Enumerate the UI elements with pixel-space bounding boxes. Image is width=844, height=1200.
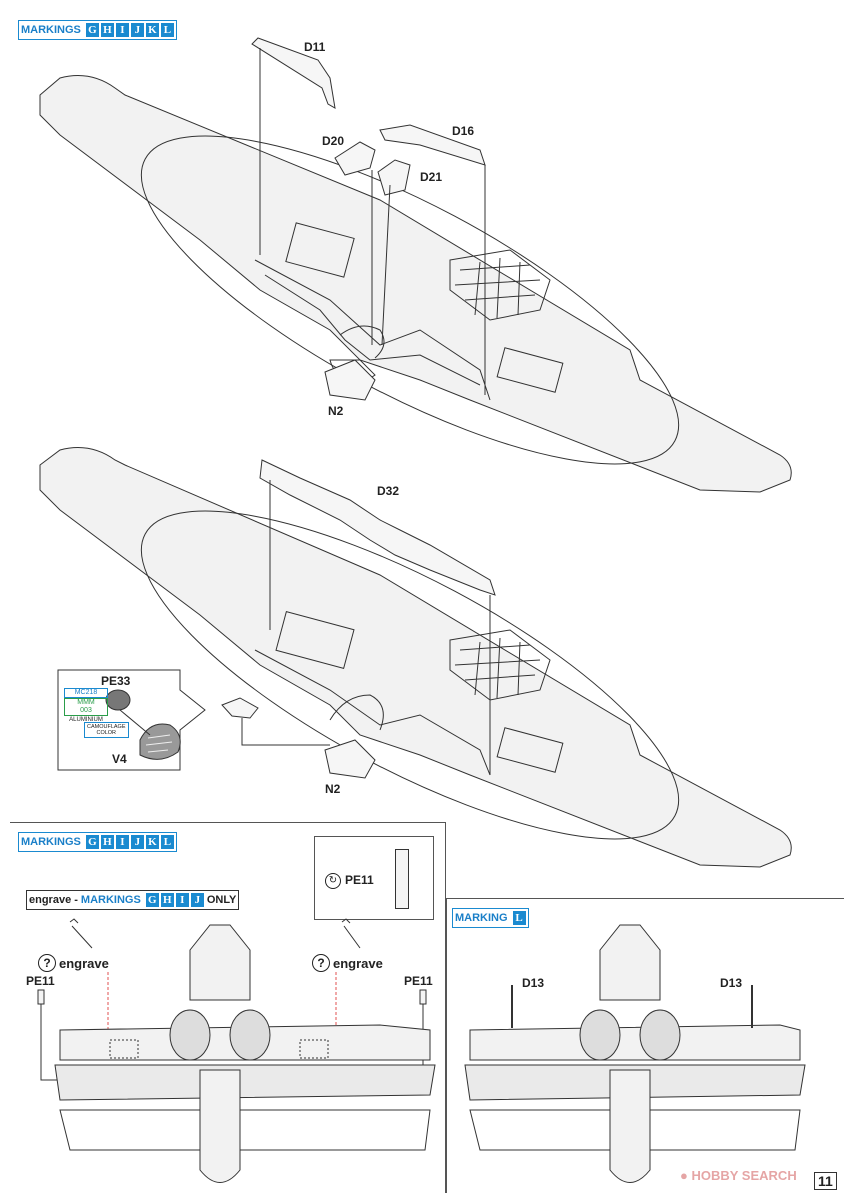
marking-letter-h: H [100, 23, 114, 37]
marking-letter-k: K [145, 835, 159, 849]
engrave-right-label: engrave [333, 955, 383, 971]
pe11-box-label: PE11 [345, 873, 374, 887]
watermark-text: HOBBY SEARCH [691, 1168, 797, 1183]
paint-code-mc: MC218 [64, 688, 108, 698]
pe11-part-drawing [395, 849, 409, 909]
marking-letter-k: K [145, 23, 159, 37]
paint-code-box: MC218 MMM 003 ALUMINIUM [64, 688, 108, 724]
question-icon: ? [312, 954, 330, 972]
markings-label: MARKINGS [21, 836, 81, 848]
part-label-d16: D16 [452, 124, 475, 138]
engrave-left-callout: ? engrave [38, 954, 109, 972]
engrave-markings-label: MARKINGS [80, 894, 141, 906]
wing-step1 [39, 75, 792, 493]
marking-letter-h: H [100, 835, 114, 849]
d13-left-label: D13 [522, 976, 545, 990]
wing-step2 [39, 447, 792, 868]
pe11-right-label: PE11 [404, 974, 433, 988]
pe11-left-label: PE11 [26, 974, 55, 988]
paint-code-num: 003 [64, 707, 108, 716]
camouflage-color-box: CAMOUFLAGE COLOR [84, 722, 129, 738]
marking-letter-g: G [145, 893, 159, 907]
question-icon: ? [38, 954, 56, 972]
pe11-inset-box: ↻ PE11 [314, 836, 434, 920]
engrave-markings-bar: engrave - MARKINGS G H I J ONLY [26, 890, 240, 910]
markings-label: MARKINGS [21, 24, 81, 36]
camo-label-1: CAMOUFLAGE [87, 724, 126, 730]
engrave-prefix: engrave - [29, 894, 78, 906]
marking-letter-j: J [130, 23, 144, 37]
part-label-pe33: PE33 [101, 674, 131, 688]
markings-bar-bottom: MARKINGS G H I J K L [18, 832, 177, 852]
page-number: 11 [814, 1172, 837, 1190]
engrave-right-callout: ? engrave [312, 954, 383, 972]
engrave-only-label: ONLY [206, 894, 237, 906]
marking-letter-j: J [190, 893, 204, 907]
markings-bar-top: MARKINGS G H I J K L [18, 20, 177, 40]
marking-letter-i: I [115, 23, 129, 37]
part-label-d32: D32 [377, 484, 400, 498]
aircraft-right [464, 924, 806, 1183]
marking-letter-l: L [160, 23, 174, 37]
watermark-icon: ● [680, 1168, 688, 1183]
part-label-v4: V4 [112, 752, 127, 766]
marking-letter-j: J [130, 835, 144, 849]
marking-letter-l: L [512, 911, 526, 925]
camo-label-2: COLOR [96, 730, 117, 736]
paint-color-name: ALUMINIUM [69, 717, 103, 723]
marking-label: MARKING [455, 912, 508, 924]
part-label-d21: D21 [420, 170, 443, 184]
marking-bar-l: MARKING L [452, 908, 529, 928]
d13-right-label: D13 [720, 976, 743, 990]
marking-letter-g: G [85, 23, 99, 37]
part-label-n2-step2: N2 [325, 782, 341, 796]
part-label-d20: D20 [322, 134, 345, 148]
marking-letter-i: I [115, 835, 129, 849]
part-label-n2-step1: N2 [328, 404, 344, 418]
marking-letter-i: I [175, 893, 189, 907]
engrave-left-label: engrave [59, 955, 109, 971]
part-label-d11: D11 [304, 40, 326, 54]
watermark: ● HOBBY SEARCH [680, 1168, 797, 1183]
aircraft-left [54, 924, 436, 1183]
paint-code-mmm: MMM [64, 698, 108, 707]
marking-letter-g: G [85, 835, 99, 849]
rotate-arrow-icon: ↻ [325, 873, 341, 889]
marking-letter-l: L [160, 835, 174, 849]
marking-letter-h: H [160, 893, 174, 907]
